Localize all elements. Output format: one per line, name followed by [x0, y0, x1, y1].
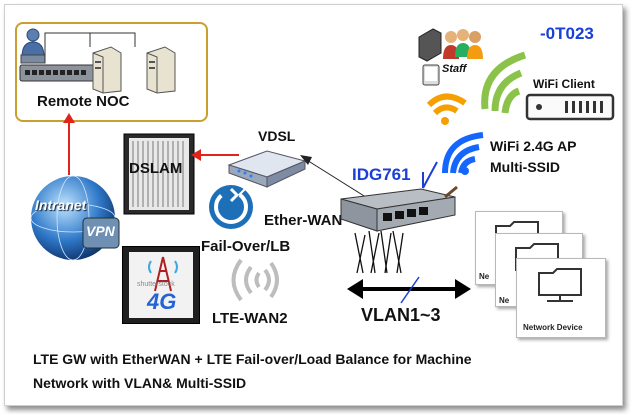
- vpn-label: VPN: [86, 223, 115, 239]
- wifi-ap-label: WiFi 2.4G AP: [490, 138, 577, 154]
- vlan-links: [354, 230, 404, 274]
- vlan-label: VLAN1~3: [361, 305, 441, 325]
- tablet-icon: [418, 28, 442, 86]
- failover-icon: [209, 185, 253, 229]
- noc-links: [44, 32, 136, 63]
- wifi-icon: [231, 258, 279, 302]
- vdsl-label: VDSL: [258, 128, 296, 144]
- network-device-label: Network Device: [523, 323, 583, 332]
- lte-wan2-label: LTE-WAN2: [212, 310, 288, 327]
- device-label: IDG761: [352, 165, 411, 184]
- network-device-partial-label: Ne: [499, 296, 510, 305]
- antenna-icon: [422, 161, 438, 189]
- vlan-bus-arrow: [347, 276, 471, 304]
- dslam-label: DSLAM: [129, 160, 183, 177]
- shutterstock-label: shutterstock: [137, 281, 175, 288]
- failover-label: Fail-Over/LB: [201, 238, 291, 255]
- ether-wan-label: Ether-WAN: [264, 212, 343, 229]
- wifi-ap-label-2: Multi-SSID: [490, 159, 560, 175]
- diagram-frame: Remote NOC Intranet VPN DSLAM VDSL: [4, 4, 623, 406]
- lte-4g-label: 4G: [147, 289, 177, 314]
- staff-icon: [443, 29, 483, 59]
- arrow-to-noc: [63, 113, 75, 175]
- dslam-icon: [123, 133, 195, 215]
- globe-icon: [30, 175, 120, 261]
- wifi-icon: [442, 132, 484, 175]
- network-device-card: Network Device: [516, 258, 606, 338]
- server-icon: [92, 46, 122, 94]
- folder-network-icon: [538, 268, 582, 302]
- remote-noc-label: Remote NOC: [37, 93, 130, 110]
- staff-label: Staff: [442, 63, 467, 75]
- wifi-icon: [426, 93, 467, 125]
- lte-tower-icon: shutterstock 4G: [122, 246, 200, 324]
- modem-icon: [227, 150, 307, 188]
- arrow-to-dslam: [191, 149, 239, 161]
- caption-line-2: Network with VLAN& Multi-SSID: [33, 375, 247, 391]
- server-icon: [146, 46, 176, 94]
- intranet-label: Intranet: [35, 197, 87, 213]
- wifi-client-label: WiFi Client: [533, 77, 595, 91]
- model-code-label: -0T023: [540, 24, 594, 43]
- router-icon: [525, 93, 615, 121]
- network-device-partial-label: Ne: [479, 272, 490, 281]
- router-icon: [340, 185, 458, 232]
- wifi-icon: [481, 51, 527, 114]
- caption-line-1: LTE GW with EtherWAN + LTE Fail-over/Loa…: [33, 351, 472, 367]
- computer-user-icon: [20, 28, 46, 64]
